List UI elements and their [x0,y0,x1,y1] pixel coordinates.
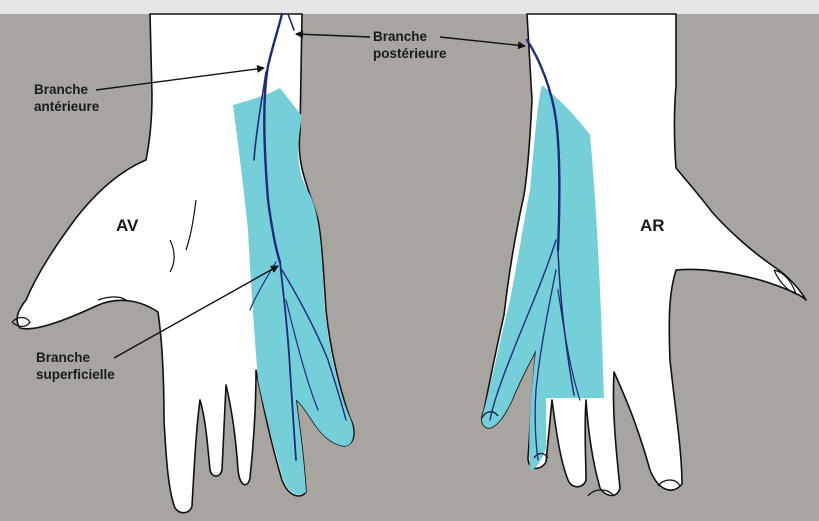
superficial-branch-label-line2: superficielle [36,367,115,382]
posterior-branch-label-line1: Branche [373,29,428,44]
posterior-branch-label-line2: postérieure [373,46,447,61]
anterior-branch-label-line2: antérieure [34,99,100,114]
dorsal-view-tag: AR [640,216,665,235]
top-strip [0,0,819,14]
anterior-branch-label-line1: Branche [34,82,89,97]
superficial-branch-label-line1: Branche [36,350,91,365]
palmar-view-tag: AV [116,216,139,235]
